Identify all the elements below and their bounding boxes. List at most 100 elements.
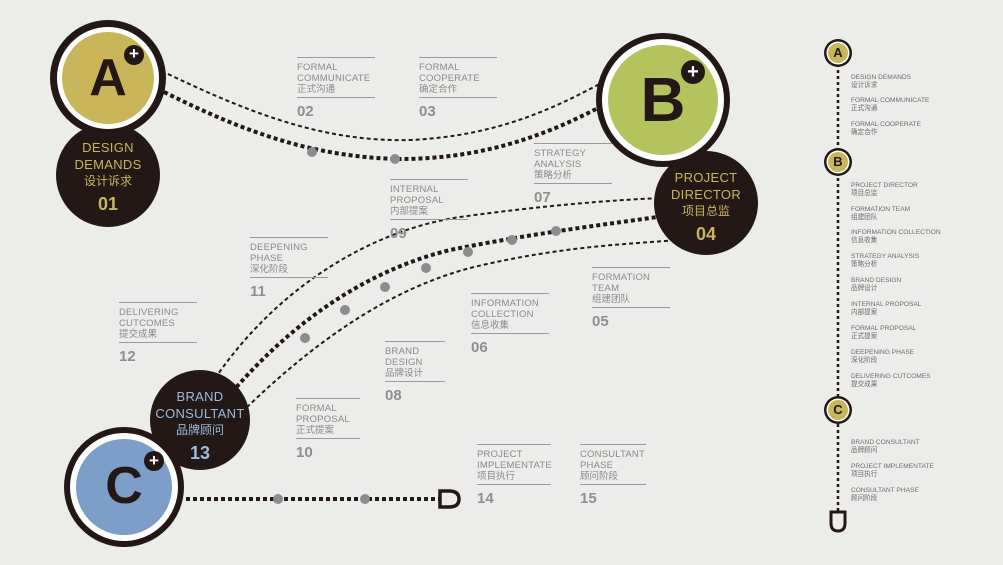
phase-b-plus-badge: [681, 60, 705, 84]
step-title-zh: 组建团队: [592, 294, 631, 305]
step-number: 15: [580, 490, 597, 507]
step-project-implementate: PROJECT IMPLEMENTATE 项目执行 14: [477, 444, 553, 507]
sidebar-item-label-zh: 项目总监: [851, 190, 878, 197]
sidebar-item-label: DEEPENING PHASE: [851, 349, 915, 356]
phase-a-label: DESIGN DEMANDS 设计诉求 01: [58, 139, 158, 215]
step-title-zh: 项目执行: [477, 471, 516, 482]
step-rule: [385, 341, 445, 342]
phase-c-plus-icon: +: [149, 451, 159, 470]
sidebar-item: INTERNAL PROPOSAL 内部提案: [851, 301, 981, 317]
connector-c-end-dot: [360, 494, 370, 504]
phase-c-label-circle: [150, 370, 250, 470]
step-rule: [419, 97, 497, 98]
step-title: PROJECT IMPLEMENTATE: [477, 449, 552, 471]
step-number: 10: [296, 444, 313, 461]
step-rule: [471, 333, 549, 334]
sidebar-item-label-zh: 确定合作: [851, 129, 878, 136]
step-formation-team: FORMATION TEAM 组建团队 05: [592, 267, 672, 330]
step-title-zh: 正式提案: [296, 425, 335, 436]
step-number: 07: [534, 189, 551, 206]
sidebar-item: FORMAL COOPERATE 确定合作: [851, 121, 981, 137]
phase-a-letter: A: [89, 49, 127, 107]
sidebar-item-label: FORMAL PROPOSAL: [851, 325, 917, 332]
phase-b-label: PROJECT DIRECTOR 项目总监 04: [656, 169, 756, 245]
step-rule: [390, 219, 468, 220]
phase-b-title-line1: PROJECT: [674, 170, 738, 185]
phase-c-number: 13: [189, 443, 211, 463]
connector-a-b-outer: [167, 73, 615, 142]
phase-c-title-line2: CONSULTANT: [155, 406, 245, 421]
sidebar-item-label-zh: 信息收集: [851, 237, 878, 244]
step-rule: [592, 307, 670, 308]
step-rule: [385, 381, 445, 382]
sidebar-item-label: PROJECT IMPLEMENTATE: [851, 463, 934, 470]
step-title: CONSULTANT PHASE: [580, 449, 645, 471]
sidebar-item: DESIGN DEMANDS 设计诉求: [851, 74, 981, 90]
step-rule: [534, 183, 612, 184]
step-rule: [296, 438, 360, 439]
step-title-zh: 顾问阶段: [580, 471, 619, 482]
step-rule: [390, 179, 468, 180]
sidebar-item-label: PROJECT DIRECTOR: [851, 182, 918, 189]
phase-a-title-zh: 设计诉求: [83, 174, 132, 188]
phase-b-letter: B: [640, 66, 686, 135]
sidebar-item-label-zh: 深化阶段: [851, 357, 878, 364]
sidebar-item-label: INFORMATION COLLECTION: [851, 229, 941, 236]
step-number: 06: [471, 339, 488, 356]
step-delivering-cutcomes: DELIVERING CUTCOMES 提交成果 12: [119, 302, 199, 365]
step-title-zh: 提交成果: [119, 329, 158, 340]
sidebar-item-label: INTERNAL PROPOSAL: [851, 301, 922, 308]
step-title: DELIVERING CUTCOMES: [119, 307, 179, 329]
step-title-zh: 确定合作: [419, 84, 458, 95]
step-rule: [119, 302, 197, 303]
sidebar-marker-c-fill: [828, 400, 848, 420]
step-rule: [119, 342, 197, 343]
phase-c-title-zh: 品牌顾问: [175, 423, 224, 437]
step-number: 14: [477, 490, 494, 507]
sidebar-item-label: BRAND DESIGN: [851, 277, 902, 284]
step-number: 02: [297, 103, 314, 120]
step-rule: [477, 484, 551, 485]
step-rule: [419, 57, 497, 58]
phase-c-title-line1: BRAND: [176, 389, 224, 404]
sidebar-item-label: FORMAL COMMUNICATE: [851, 97, 930, 104]
phase-a-plus-icon: +: [129, 44, 139, 63]
sidebar-marker-a-letter: A: [833, 45, 843, 60]
sidebar-item-label-zh: 品牌顾问: [851, 447, 878, 454]
phase-a-number: 01: [97, 194, 119, 214]
step-strategy-analysis: STRATEGY ANALYSIS 策略分析 07: [534, 143, 614, 206]
end-cap-icon: [438, 489, 461, 509]
step-internal-proposal: INTERNAL PROPOSAL 内部提案 09: [390, 179, 470, 242]
sidebar-item-label-zh: 内部提案: [851, 309, 878, 316]
connector-c-b-dot: [463, 247, 473, 257]
connector-a-b-dot: [307, 147, 317, 157]
sidebar-item-label-zh: 顾问阶段: [851, 495, 878, 502]
connector-a-b-dot: [390, 154, 400, 164]
step-number: 05: [592, 313, 609, 330]
sidebar-item-label-zh: 提交成果: [851, 381, 878, 388]
step-title: INTERNAL PROPOSAL: [390, 184, 444, 206]
sidebar-item-label-zh: 策略分析: [851, 261, 878, 268]
sidebar-item: FORMATION TEAM 组建团队: [851, 206, 981, 222]
sidebar-item-label: DELIVERING CUTCOMES: [851, 373, 931, 380]
step-rule: [534, 143, 612, 144]
step-rule: [580, 484, 646, 485]
step-rule: [471, 293, 549, 294]
connector-c-b-dot: [380, 282, 390, 292]
step-title: STRATEGY ANALYSIS: [534, 148, 586, 170]
connector-c-b-lower: [221, 239, 679, 433]
step-rule: [580, 444, 646, 445]
connector-c-b-dot: [551, 226, 561, 236]
step-rule: [250, 237, 328, 238]
connector-c-b-dot: [507, 235, 517, 245]
step-number: 03: [419, 103, 436, 120]
connector-c-b-dot: [340, 305, 350, 315]
step-title-zh: 内部提案: [390, 206, 429, 217]
step-title-zh: 深化阶段: [250, 264, 289, 275]
sidebar-item: DELIVERING CUTCOMES 提交成果: [851, 373, 981, 389]
step-number: 08: [385, 387, 402, 404]
sidebar-marker-b-fill: [828, 152, 848, 172]
sidebar-item: PROJECT IMPLEMENTATE 项目执行: [851, 463, 981, 479]
connector-c-b-dot: [421, 263, 431, 273]
step-rule: [592, 267, 670, 268]
